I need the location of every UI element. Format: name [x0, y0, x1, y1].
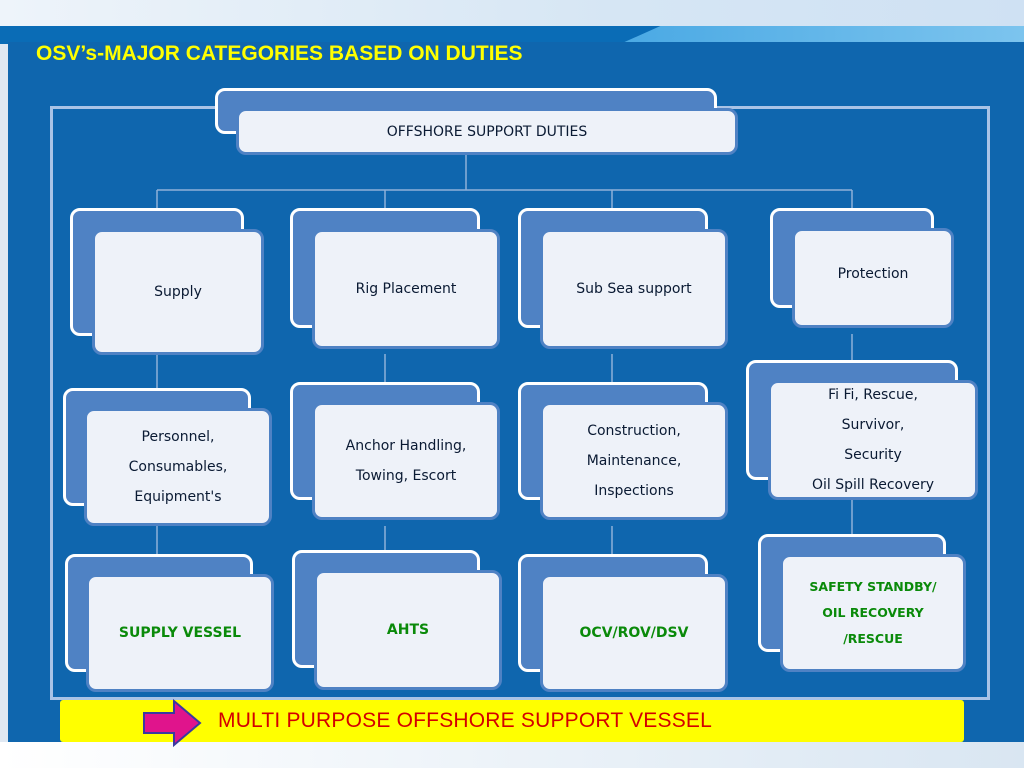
category-label: Sub Sea support [576, 281, 692, 297]
root-label: OFFSHORE SUPPORT DUTIES [386, 123, 588, 140]
top-stripe-accent [620, 26, 1024, 44]
slide-title: OSV’s-MAJOR CATEGORIES BASED ON DUTIES [36, 42, 523, 65]
banner-label: MULTI PURPOSE OFFSHORE SUPPORT VESSEL [218, 709, 713, 732]
category-label: Supply [154, 284, 202, 300]
top-band [0, 0, 1024, 26]
banner [60, 700, 964, 742]
category-label: Protection [837, 266, 909, 282]
vessel-label: SUPPLY VESSEL [118, 625, 242, 641]
category-label: Rig Placement [355, 281, 457, 297]
vessel-label: AHTS [386, 622, 430, 638]
duties-label: Fi Fi, Rescue, Survivor, Security Oil Sp… [811, 387, 935, 493]
vessel-label: SAFETY STANDBY/ OIL RECOVERY /RESCUE [809, 579, 937, 646]
duties-label: Construction, Maintenance, Inspections [586, 423, 682, 499]
bottom-band [0, 742, 1024, 768]
vessel-label: OCV/ROV/DSV [579, 625, 689, 641]
duties-label: Anchor Handling, Towing, Escort [345, 438, 467, 484]
duties-label: Personnel, Consumables, Equipment's [128, 429, 228, 505]
right-arrow-icon [143, 698, 202, 748]
